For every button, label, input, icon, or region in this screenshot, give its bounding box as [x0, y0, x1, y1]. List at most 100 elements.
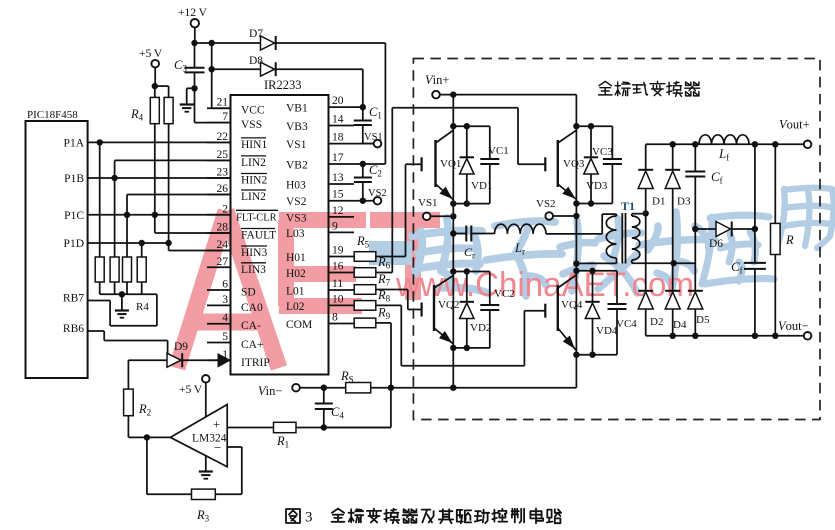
svg-text:RB6: RB6: [63, 323, 84, 335]
svg-text:VC1: VC1: [488, 145, 509, 157]
svg-text:23: 23: [217, 167, 229, 179]
svg-text:PIC18F458: PIC18F458: [27, 109, 78, 121]
svg-text:D4: D4: [673, 319, 687, 331]
svg-text:HIN3: HIN3: [241, 247, 267, 259]
svg-text:16: 16: [332, 261, 344, 273]
svg-text:VD2: VD2: [470, 322, 491, 334]
svg-text:2: 2: [222, 203, 228, 215]
svg-text:L01: L01: [286, 286, 305, 298]
svg-text:COM: COM: [286, 319, 312, 331]
svg-text:R4: R4: [136, 301, 149, 313]
svg-text:27: 27: [217, 256, 229, 268]
svg-text:L03: L03: [286, 228, 305, 240]
svg-text:Vout+: Vout+: [779, 118, 810, 132]
svg-text:SD: SD: [241, 287, 256, 299]
svg-text:CA+: CA+: [241, 339, 263, 351]
svg-text:P1C: P1C: [64, 210, 84, 222]
svg-text:H02: H02: [286, 268, 306, 280]
svg-text:VS1: VS1: [286, 139, 307, 151]
svg-text:D8: D8: [249, 55, 263, 67]
svg-text:18: 18: [332, 132, 344, 144]
svg-text:VQ3: VQ3: [563, 158, 585, 170]
svg-text:VQ2: VQ2: [438, 299, 459, 311]
svg-text:14: 14: [332, 114, 344, 126]
svg-text:VC3: VC3: [592, 146, 613, 158]
svg-text:H01: H01: [286, 252, 306, 264]
svg-text:Vout−: Vout−: [778, 319, 809, 333]
svg-text:12: 12: [332, 205, 344, 217]
svg-text:LIN2: LIN2: [241, 157, 266, 169]
svg-text:VS3: VS3: [286, 212, 307, 224]
svg-text:8: 8: [332, 312, 338, 324]
svg-text:D3: D3: [677, 196, 691, 208]
svg-text:VS2: VS2: [536, 198, 556, 210]
svg-text:P1D: P1D: [64, 238, 84, 250]
svg-text:−: −: [214, 440, 221, 455]
svg-text:RB7: RB7: [63, 293, 84, 305]
svg-text:1: 1: [222, 349, 228, 361]
svg-text:VS2: VS2: [286, 196, 307, 208]
svg-text:+5 V: +5 V: [139, 48, 163, 60]
svg-text:VB3: VB3: [286, 121, 308, 133]
svg-text:CA0: CA0: [241, 302, 263, 314]
svg-text:+12 V: +12 V: [178, 7, 208, 19]
svg-text:+: +: [213, 417, 220, 432]
svg-text:D5: D5: [696, 314, 710, 326]
svg-text:10: 10: [332, 293, 344, 305]
svg-text:VCC: VCC: [241, 105, 265, 117]
svg-text:IR2233: IR2233: [264, 78, 302, 92]
svg-text:4: 4: [222, 312, 228, 324]
svg-text:7: 7: [222, 111, 228, 123]
svg-text:VD4: VD4: [596, 325, 618, 337]
svg-text:D6: D6: [709, 238, 723, 250]
svg-text:LM324: LM324: [192, 433, 227, 445]
svg-text:20: 20: [332, 95, 344, 107]
svg-text:Lf: Lf: [718, 146, 729, 163]
svg-text:24: 24: [217, 239, 229, 251]
svg-text:L02: L02: [286, 301, 305, 313]
svg-text:13: 13: [332, 172, 344, 184]
svg-text:Cr: Cr: [464, 245, 475, 261]
svg-text:D7: D7: [249, 28, 263, 40]
svg-text:VS1: VS1: [364, 132, 383, 143]
svg-text:R: R: [785, 233, 794, 247]
svg-text:P1B: P1B: [64, 173, 84, 185]
svg-text:6: 6: [222, 279, 228, 291]
svg-text:VB1: VB1: [286, 103, 308, 115]
svg-text:VS2: VS2: [368, 188, 387, 199]
svg-text:Cf: Cf: [711, 169, 723, 186]
svg-text:+5 V: +5 V: [179, 384, 203, 396]
svg-text:Vin−: Vin−: [258, 384, 282, 398]
svg-text:22: 22: [217, 131, 229, 143]
svg-text:T1: T1: [621, 199, 635, 213]
svg-text:LIN3: LIN3: [241, 264, 266, 276]
svg-text:VC2: VC2: [494, 288, 515, 300]
svg-text:VD1: VD1: [471, 180, 492, 192]
svg-text:11: 11: [332, 278, 343, 290]
svg-text:3: 3: [305, 510, 313, 526]
svg-text:VQ1: VQ1: [440, 158, 461, 170]
svg-text:Lr: Lr: [514, 241, 525, 257]
svg-text:VB2: VB2: [286, 160, 308, 172]
svg-text:VSS: VSS: [241, 119, 262, 131]
svg-text:H03: H03: [286, 180, 306, 192]
svg-text:VQ4: VQ4: [561, 299, 583, 311]
svg-text:VS1: VS1: [418, 197, 438, 209]
svg-text:19: 19: [332, 245, 344, 257]
svg-text:LIN2: LIN2: [241, 191, 266, 203]
svg-text:26: 26: [217, 183, 229, 195]
svg-text:3: 3: [222, 294, 228, 306]
svg-text:5: 5: [222, 331, 228, 343]
svg-text:D2: D2: [650, 316, 663, 328]
svg-text:Vin+: Vin+: [425, 73, 449, 87]
svg-text:P1A: P1A: [64, 137, 85, 149]
svg-text:9: 9: [332, 220, 338, 232]
svg-text:25: 25: [217, 149, 229, 161]
svg-text:Cf: Cf: [731, 259, 743, 276]
svg-text:CA-: CA-: [241, 320, 261, 332]
svg-text:15: 15: [332, 189, 344, 201]
svg-text:FAULT: FAULT: [241, 230, 276, 242]
svg-text:VD3: VD3: [586, 180, 608, 192]
svg-text:FLT-CLR: FLT-CLR: [236, 212, 277, 223]
svg-text:28: 28: [217, 222, 229, 234]
